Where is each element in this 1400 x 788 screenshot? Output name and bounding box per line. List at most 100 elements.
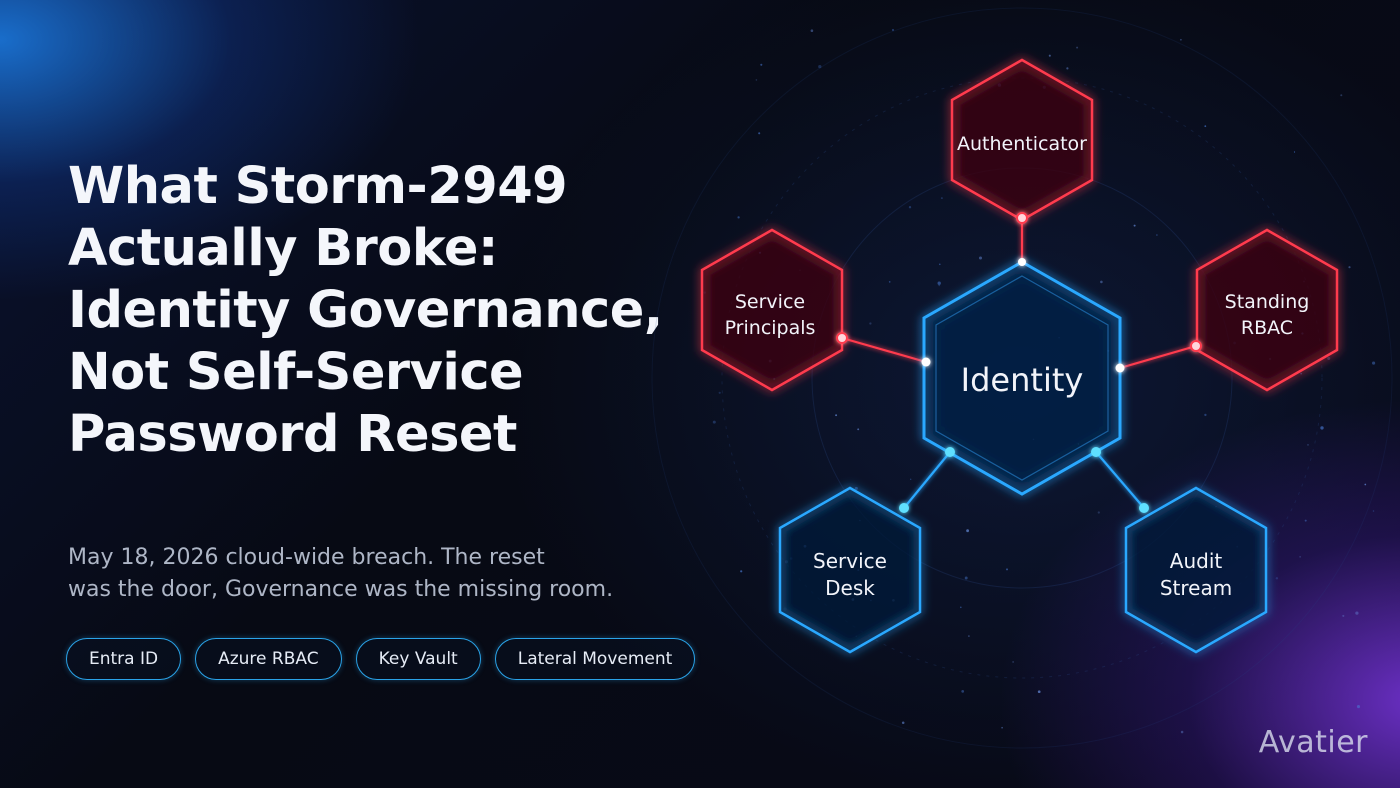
title-line: Identity Governance, bbox=[68, 281, 663, 340]
star-dot bbox=[758, 132, 761, 135]
hexagon-shape bbox=[778, 486, 922, 654]
node-label-audit-stream: Audit bbox=[1170, 549, 1223, 573]
brand-logo: Avatier bbox=[1258, 725, 1368, 760]
star-dot bbox=[910, 478, 912, 480]
title-line: Actually Broke: bbox=[68, 219, 498, 278]
star-dot bbox=[1372, 361, 1376, 365]
star-dot bbox=[737, 216, 740, 219]
node-service-desk[interactable] bbox=[778, 486, 922, 654]
subtitle-line: May 18, 2026 cloud-wide breach. The rese… bbox=[68, 545, 545, 570]
star-dot bbox=[964, 576, 968, 580]
star-dot bbox=[1012, 661, 1014, 663]
endpoint-dot bbox=[899, 503, 909, 513]
star-dot bbox=[901, 721, 905, 724]
endpoint-dot bbox=[945, 447, 955, 457]
star-dot bbox=[968, 635, 970, 637]
tag-lateral-movement[interactable]: Lateral Movement bbox=[494, 638, 696, 680]
tag-list: Entra ID Azure RBAC Key Vault Lateral Mo… bbox=[66, 638, 696, 680]
tag-azure-rbac[interactable]: Azure RBAC bbox=[195, 638, 342, 680]
subtitle-line: was the door, Governance was the missing… bbox=[68, 577, 614, 602]
endpoint-dot bbox=[1091, 447, 1101, 457]
hexagon-shape bbox=[922, 260, 1122, 496]
tag-key-vault[interactable]: Key Vault bbox=[355, 638, 481, 680]
node-label-standing-rbac: Standing bbox=[1225, 291, 1310, 313]
endpoint-dot bbox=[1190, 340, 1202, 352]
star-dot bbox=[1204, 413, 1207, 417]
star-dot bbox=[869, 322, 872, 325]
star-dot bbox=[1304, 519, 1307, 522]
star-dot bbox=[1327, 356, 1331, 360]
connector-service-desk bbox=[903, 451, 951, 509]
star-dot bbox=[755, 79, 758, 81]
star-dot bbox=[1180, 38, 1182, 41]
star-dot bbox=[966, 529, 970, 533]
star-dot bbox=[712, 420, 716, 424]
star-dot bbox=[888, 281, 891, 283]
node-standing-rbac[interactable] bbox=[1195, 228, 1339, 392]
node-identity-center[interactable] bbox=[922, 260, 1122, 496]
star-dot bbox=[1180, 730, 1184, 734]
node-label-service-desk: Desk bbox=[825, 576, 875, 600]
title-line: Password Reset bbox=[68, 405, 517, 464]
endpoint-dot bbox=[1016, 212, 1028, 224]
endpoint-dot bbox=[1139, 503, 1149, 513]
endpoint-dot bbox=[921, 357, 931, 367]
orbit-ring bbox=[651, 7, 1393, 749]
star-dot bbox=[718, 391, 721, 394]
endpoint-dot bbox=[1018, 258, 1026, 266]
star-dot bbox=[1364, 483, 1367, 486]
star-dot bbox=[740, 570, 743, 573]
connector-endpoints bbox=[836, 212, 1202, 513]
node-audit-stream[interactable] bbox=[1124, 486, 1268, 654]
connector-service-principals bbox=[841, 336, 927, 364]
star-dot bbox=[1355, 611, 1359, 615]
star-dot bbox=[1133, 224, 1136, 227]
connector-audit-stream bbox=[1095, 451, 1145, 509]
center-label: Identity bbox=[961, 361, 1084, 399]
star-dot bbox=[760, 63, 763, 66]
connector-standing-rbac bbox=[1119, 344, 1197, 370]
hexagon-shape bbox=[700, 228, 844, 392]
star-dot bbox=[1037, 690, 1041, 694]
star-dot bbox=[1307, 444, 1309, 446]
star-dot bbox=[857, 428, 860, 431]
star-dot bbox=[1320, 426, 1324, 430]
star-dot bbox=[908, 206, 912, 209]
star-dot bbox=[960, 606, 962, 609]
star-dot bbox=[891, 28, 895, 32]
star-dot bbox=[810, 29, 814, 32]
title-line: Not Self-Service bbox=[68, 343, 524, 402]
star-dot bbox=[1006, 568, 1008, 571]
star-dot bbox=[1299, 556, 1301, 558]
node-label-service-principals: Service bbox=[735, 291, 805, 313]
title-line: What Storm-2949 bbox=[68, 157, 568, 216]
star-dot bbox=[1001, 726, 1003, 729]
star-dot bbox=[1342, 614, 1345, 617]
star-dot bbox=[1156, 234, 1158, 236]
endpoint-dot bbox=[1115, 363, 1125, 373]
star-dot bbox=[939, 263, 941, 266]
star-dot bbox=[1340, 94, 1343, 97]
star-dot bbox=[818, 64, 822, 69]
star-dot bbox=[1293, 151, 1296, 153]
star-dot bbox=[1300, 372, 1303, 375]
tag-entra-id[interactable]: Entra ID bbox=[66, 638, 182, 680]
hexagon-inner-ring bbox=[935, 275, 1109, 481]
node-label-audit-stream: Stream bbox=[1160, 576, 1232, 600]
subtitle: May 18, 2026 cloud-wide breach. The rese… bbox=[68, 542, 628, 606]
star-dot bbox=[1097, 511, 1100, 514]
node-label-authenticator: Authenticator bbox=[957, 133, 1087, 155]
star-dot bbox=[940, 197, 943, 200]
star-dot bbox=[835, 414, 838, 417]
hexagon-shape bbox=[1124, 486, 1268, 654]
node-label-standing-rbac: RBAC bbox=[1241, 317, 1293, 339]
star-dot bbox=[1372, 510, 1375, 512]
star-dot bbox=[1356, 705, 1361, 709]
star-dot bbox=[979, 256, 982, 260]
connectors bbox=[841, 218, 1197, 509]
page-title: What Storm-2949 Actually Broke: Identity… bbox=[68, 156, 688, 466]
node-service-principals[interactable] bbox=[700, 228, 844, 392]
node-label-service-principals: Principals bbox=[725, 317, 816, 339]
